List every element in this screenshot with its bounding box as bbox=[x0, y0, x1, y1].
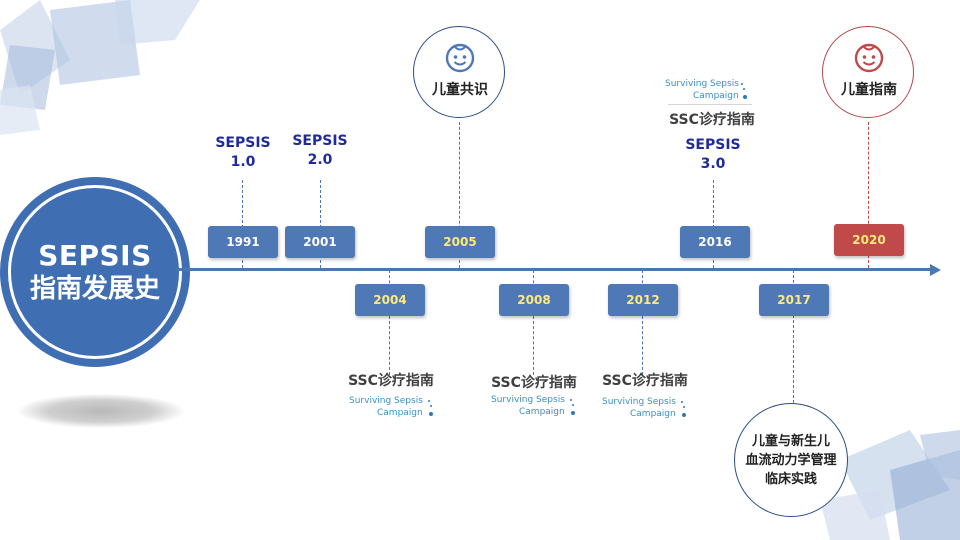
logo-text-line2: Campaign bbox=[519, 407, 565, 417]
surviving-sepsis-logo-2012: Surviving Sepsis Campaign bbox=[602, 397, 692, 425]
surviving-sepsis-logo-2008: Surviving Sepsis Campaign bbox=[491, 395, 581, 423]
logo-dot bbox=[430, 405, 432, 407]
pediatric-consensus-circle: 儿童共识 bbox=[413, 26, 505, 118]
surviving-sepsis-logo-2004: Surviving Sepsis Campaign bbox=[349, 396, 439, 424]
logo-text-line1: Surviving Sepsis bbox=[491, 395, 565, 405]
connector-2004 bbox=[389, 270, 390, 375]
year-box-2017: 2017 bbox=[759, 284, 829, 316]
logo-dot bbox=[572, 404, 574, 406]
connector-2008 bbox=[533, 270, 534, 375]
sepsis-1-label: SEPSIS 1.0 bbox=[208, 134, 278, 172]
logo-dot bbox=[743, 88, 745, 90]
ssc-guideline-label-2008: SSC诊疗指南 bbox=[491, 375, 577, 391]
logo-dot bbox=[741, 83, 743, 85]
timeline-axis bbox=[176, 268, 932, 271]
smiley-face-icon bbox=[854, 43, 884, 73]
logo-dot bbox=[428, 400, 430, 402]
main-title-line1: SEPSIS bbox=[38, 239, 152, 272]
pediatric-guideline-circle: 儿童指南 bbox=[822, 26, 914, 118]
logo-dot bbox=[571, 411, 575, 415]
hemodynamics-line2: 血流动力学管理 bbox=[745, 452, 837, 468]
logo-dot bbox=[681, 401, 683, 403]
logo-text-line2: Campaign bbox=[630, 409, 676, 419]
ssc-guideline-label-2004: SSC诊疗指南 bbox=[348, 373, 434, 389]
sepsis-3-line1: SEPSIS bbox=[685, 137, 741, 153]
smiley-face-icon bbox=[445, 43, 475, 73]
logo-text-line1: Surviving Sepsis bbox=[349, 396, 423, 406]
sepsis-2-line2: 2.0 bbox=[307, 152, 333, 168]
pediatric-consensus-label: 儿童共识 bbox=[432, 82, 488, 98]
connector-2017 bbox=[793, 270, 794, 403]
year-box-1991: 1991 bbox=[208, 226, 278, 258]
decorative-squares-bottom-right bbox=[820, 430, 960, 540]
hemodynamics-line3: 临床实践 bbox=[764, 471, 817, 487]
main-circle-shadow bbox=[18, 394, 184, 428]
sepsis-1-line2: 1.0 bbox=[230, 154, 256, 170]
year-box-2012: 2012 bbox=[608, 284, 678, 316]
hemodynamics-practice-circle: 儿童与新生儿 血流动力学管理 临床实践 bbox=[734, 403, 848, 517]
year-box-2020: 2020 bbox=[834, 224, 904, 256]
logo-dot bbox=[570, 399, 572, 401]
logo-dot bbox=[683, 406, 685, 408]
year-box-2005: 2005 bbox=[425, 226, 495, 258]
divider-2016 bbox=[668, 104, 752, 105]
sepsis-2-label: SEPSIS 2.0 bbox=[285, 132, 355, 170]
ssc-guideline-label-2012: SSC诊疗指南 bbox=[602, 373, 688, 389]
pediatric-guideline-label: 儿童指南 bbox=[841, 82, 897, 98]
main-title-line2: 指南发展史 bbox=[29, 274, 160, 304]
ssc-guideline-label-2016: SSC诊疗指南 bbox=[669, 112, 755, 128]
sepsis-1-line1: SEPSIS bbox=[215, 135, 271, 151]
hemodynamics-line1: 儿童与新生儿 bbox=[751, 433, 830, 449]
connector-2016 bbox=[713, 180, 714, 268]
sepsis-3-line2: 3.0 bbox=[700, 156, 726, 172]
year-box-2004: 2004 bbox=[355, 284, 425, 316]
connector-2020 bbox=[868, 122, 869, 268]
connector-1991 bbox=[242, 180, 243, 268]
year-box-2001: 2001 bbox=[285, 226, 355, 258]
logo-text-line1: Surviving Sepsis bbox=[665, 79, 739, 89]
decorative-squares-top-left bbox=[0, 0, 200, 135]
connector-2001 bbox=[320, 180, 321, 268]
connector-2005 bbox=[459, 122, 460, 268]
logo-text-line2: Campaign bbox=[693, 91, 739, 101]
year-box-2016: 2016 bbox=[680, 226, 750, 258]
logo-dot bbox=[429, 412, 433, 416]
year-box-2008: 2008 bbox=[499, 284, 569, 316]
sepsis-3-label: SEPSIS 3.0 bbox=[678, 136, 748, 174]
logo-text-line2: Campaign bbox=[377, 408, 423, 418]
sepsis-2-line1: SEPSIS bbox=[292, 133, 348, 149]
connector-2012 bbox=[642, 270, 643, 375]
main-title-inner: SEPSIS 指南发展史 bbox=[8, 185, 182, 359]
logo-text-line1: Surviving Sepsis bbox=[602, 397, 676, 407]
logo-dot bbox=[743, 95, 747, 99]
timeline-arrow-head bbox=[930, 264, 941, 276]
logo-dot bbox=[682, 413, 686, 417]
main-title-circle: SEPSIS 指南发展史 bbox=[0, 177, 190, 367]
surviving-sepsis-logo-2016: Surviving Sepsis Campaign bbox=[665, 79, 755, 107]
